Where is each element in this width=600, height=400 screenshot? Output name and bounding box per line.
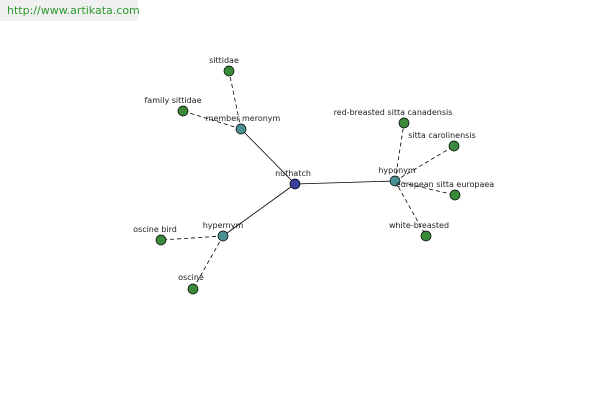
edge-hypernym-oscine: [192, 235, 224, 290]
label-sittidae[interactable]: sittidae: [209, 56, 239, 65]
node-hypernym[interactable]: [217, 230, 229, 242]
node-sitta-carolinensis[interactable]: [448, 140, 460, 152]
edge-nuthatch-hyponym: [294, 180, 396, 185]
label-oscine-bird[interactable]: oscine bird: [133, 225, 177, 234]
edge-member-meronym-sittidae: [228, 70, 242, 130]
node-family-sittidae[interactable]: [177, 105, 189, 117]
node-european[interactable]: [449, 189, 461, 201]
node-nuthatch[interactable]: [289, 178, 301, 190]
node-white-breasted[interactable]: [420, 230, 432, 242]
label-oscine[interactable]: oscine: [178, 273, 204, 282]
node-oscine[interactable]: [187, 283, 199, 295]
edge-hyponym-european: [394, 180, 456, 196]
label-nuthatch[interactable]: nuthatch: [275, 169, 311, 178]
node-hyponym[interactable]: [389, 175, 401, 187]
node-oscine-bird[interactable]: [155, 234, 167, 246]
edge-hyponym-white-breasted: [394, 180, 427, 237]
label-family-sittidae[interactable]: family sittidae: [144, 96, 201, 105]
label-hypernym[interactable]: hypernym: [203, 221, 244, 230]
edge-nuthatch-hypernym: [222, 183, 296, 237]
node-red-breasted[interactable]: [398, 117, 410, 129]
label-red-breasted[interactable]: red-breasted sitta canadensis: [334, 108, 453, 117]
node-member-meronym[interactable]: [235, 123, 247, 135]
label-european[interactable]: european sitta europaea: [396, 180, 495, 189]
node-sittidae[interactable]: [223, 65, 235, 77]
edge-member-meronym-family-sittidae: [182, 110, 242, 130]
edge-nuthatch-member-meronym: [240, 128, 296, 185]
label-sitta-carolinensis[interactable]: sitta carolinensis: [408, 131, 475, 140]
label-hyponym[interactable]: hyponym: [378, 166, 416, 175]
site-url-watermark[interactable]: http://www.artikata.com: [0, 0, 140, 21]
edge-hypernym-oscine-bird: [160, 235, 224, 241]
edge-hyponym-red-breasted: [394, 122, 405, 182]
label-member-meronym[interactable]: member meronym: [206, 114, 281, 123]
edge-hyponym-sitta-carolinensis: [394, 145, 455, 182]
label-white-breasted[interactable]: white-breasted: [389, 221, 449, 230]
